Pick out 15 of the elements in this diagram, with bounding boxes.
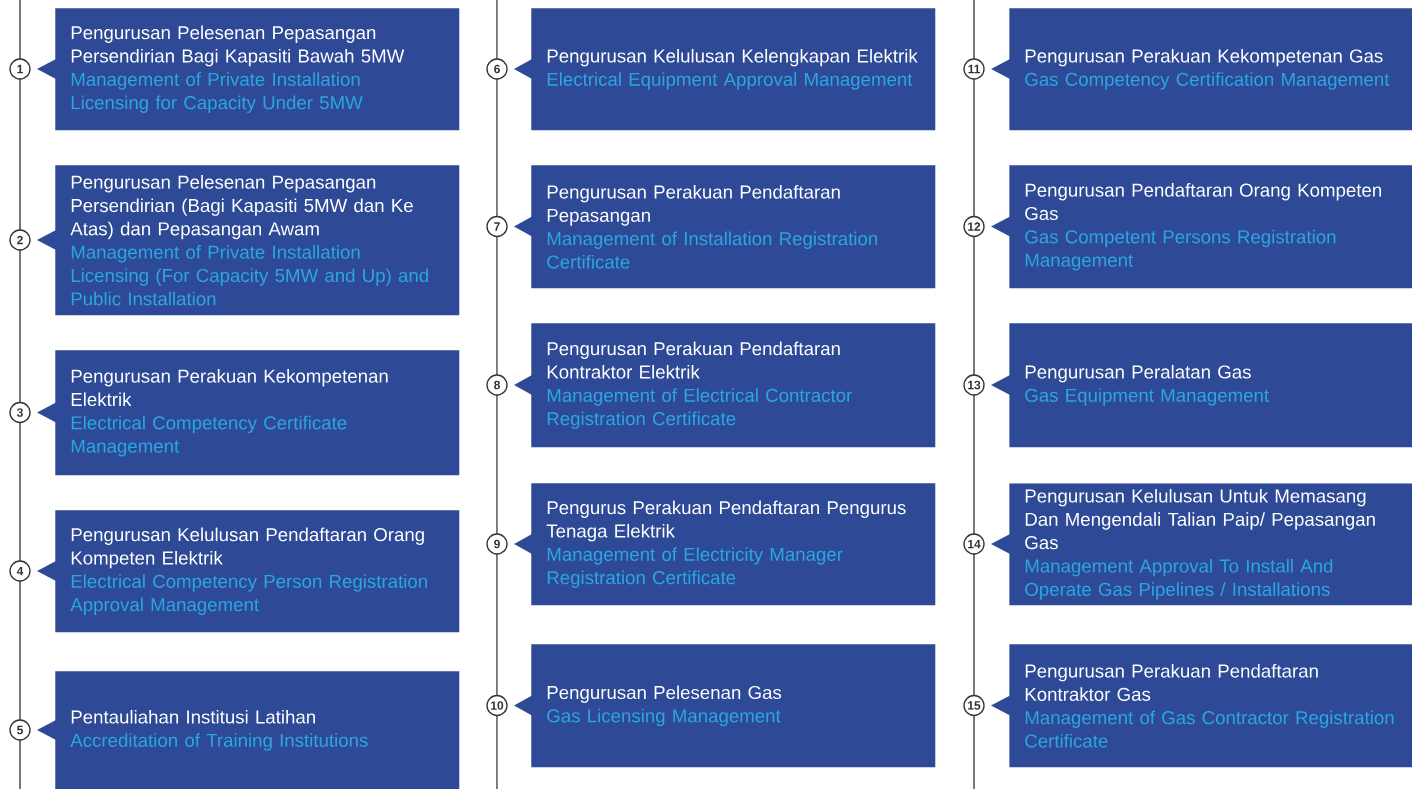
callout-box: Pengurusan Perakuan Kekompetenan Gas Gas Competency Certification Management <box>991 8 1412 131</box>
callout-box: Pengurusan Pendaftaran Orang Kompeten Gas Gas Competent Persons Registration Management <box>991 165 1412 289</box>
callout-box: Pengurusan Pelesenan Pepasangan Persendirian Bagi Kapasiti Bawah 5MW Management of Private Installation Licensing for Capacity Under 5MW <box>37 8 460 131</box>
callout-box: Pengurus Perakuan Pendaftaran Pengurus Tenaga Elektrik Management of Electricity Manager Registration Certificate <box>514 483 936 606</box>
callout-box: Pengurusan Perakuan Pendaftaran Pepasangan Management of Installation Registration Certificate <box>514 165 936 289</box>
callout-box: Pengurusan Kelulusan Pendaftaran Orang Kompeten Elektrik Electrical Competency Person Registration Approval Management <box>37 510 460 633</box>
callout-box: Pengurusan Perakuan Pendaftaran Kontraktor Elektrik Management of Electrical Contractor Registration Certificate <box>514 323 936 448</box>
callout-box: Pentauliahan Institusi Latihan Accreditation of Training Institutions <box>37 671 460 789</box>
callout-box: Pengurusan Kelulusan Kelengkapan Elektrik Electrical Equipment Approval Management <box>514 8 936 131</box>
callout-box: Pengurusan Pelesenan Pepasangan Persendirian (Bagi Kapasiti 5MW dan Ke Atas) dan Pepasangan Awam Management of Private Installation Licensing (For Capacity 5MW and Up) and Public Installation <box>37 165 460 316</box>
callout-box: Pengurusan Pelesenan Gas Gas Licensing Management <box>514 644 936 768</box>
callout-box: Pengurusan Peralatan Gas Gas Equipment Management <box>991 323 1412 448</box>
callout-box: Pengurusan Perakuan Kekompetenan Elektrik Electrical Competency Certificate Management <box>37 350 460 476</box>
callout-box: Pengurusan Perakuan Pendaftaran Kontraktor Gas Management of Gas Contractor Registration Certificate <box>991 644 1412 768</box>
callout-box: Pengurusan Kelulusan Untuk Memasang Dan Mengendali Talian Paip/ Pepasangan Gas Management Approval To Install And Operate Gas Pipelines / Installations <box>991 483 1412 606</box>
